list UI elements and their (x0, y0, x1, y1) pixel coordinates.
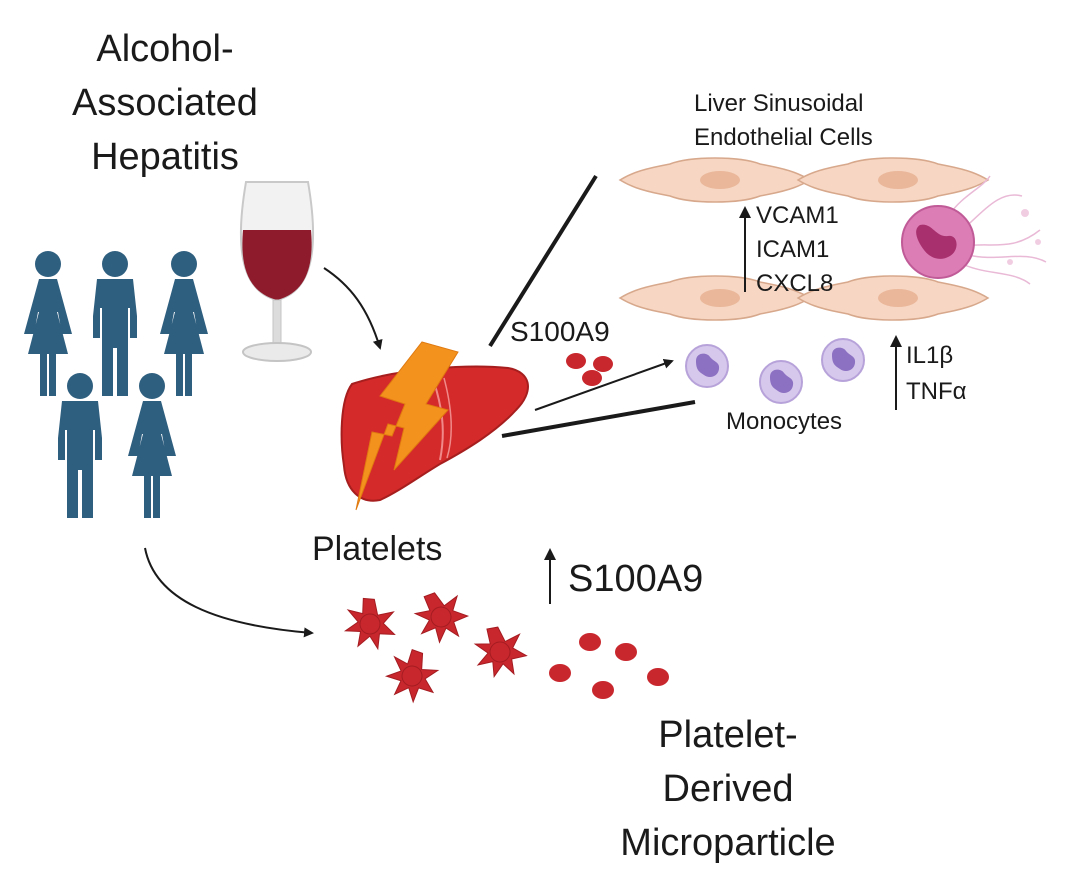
platelets-label: Platelets (312, 530, 443, 568)
lsec-marker-vcam1: VCAM1 (756, 202, 839, 229)
lsec-label-line-1: Liver Sinusoidal (694, 90, 864, 117)
title-line-3: Hepatitis (91, 136, 239, 178)
pdmp-label-line-3: Microparticle (620, 822, 836, 864)
pdmp-label-line-2: Derived (662, 768, 794, 810)
s100a9-platelets-label: S100A9 (568, 558, 704, 600)
monocyte-icon (685, 338, 865, 404)
neutrophil-icon (901, 175, 1047, 285)
s100a9-liver-label: S100A9 (510, 316, 610, 347)
up-arrow-icon (544, 206, 902, 604)
title-line-1: Alcohol- (96, 28, 234, 70)
line-liver-to-lsec (488, 174, 598, 348)
platelet-icon (341, 585, 529, 710)
people-icon (24, 251, 208, 518)
lsec-marker-icam1: ICAM1 (756, 236, 830, 263)
connectors (144, 174, 696, 638)
lsec-marker-cxcl8: CXCL8 (756, 270, 834, 297)
lsec-label-line-2: Endothelial Cells (694, 124, 873, 151)
line-liver-to-monocytes (501, 400, 696, 438)
liver-icon (340, 365, 529, 502)
wine-glass-icon (239, 181, 315, 362)
arrow-wine-to-liver (323, 267, 383, 350)
s100a9-dots (566, 353, 613, 386)
monocyte-marker-il1b: IL1β (906, 342, 954, 369)
title-line-2: Associated (72, 82, 258, 124)
lightning-icon (355, 341, 459, 511)
arrow-s100a9-to-monocytes (534, 358, 674, 411)
microparticle-icon (549, 633, 669, 699)
monocytes-label: Monocytes (726, 408, 843, 435)
monocyte-marker-tnfa: TNFα (906, 378, 967, 405)
arrow-people-to-platelets (144, 547, 314, 638)
pdmp-label-line-1: Platelet- (658, 714, 798, 756)
